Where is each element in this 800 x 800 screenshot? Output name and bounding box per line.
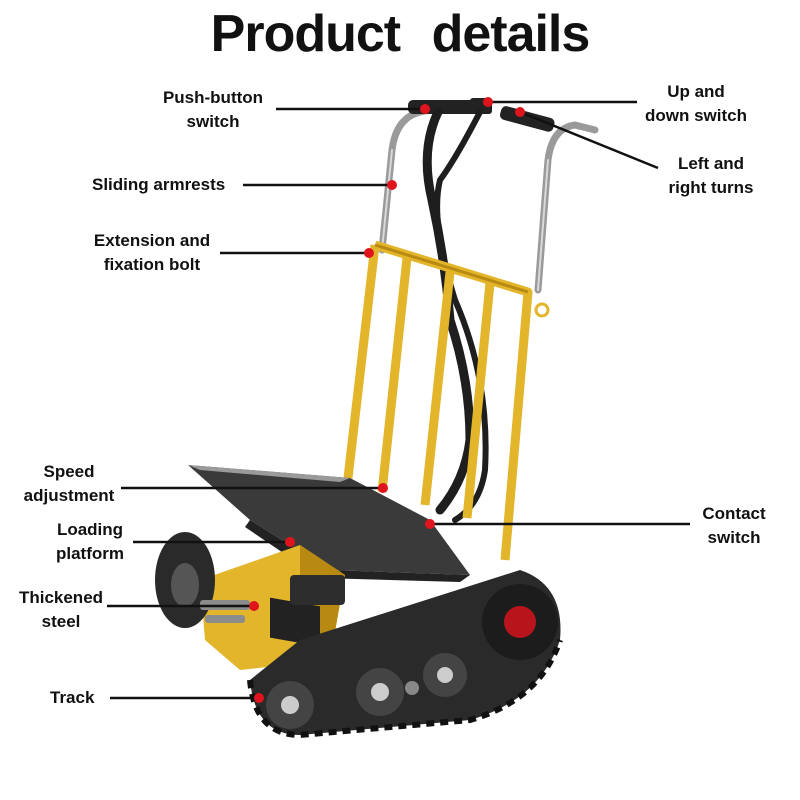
- label-up-down-line1: Up and: [667, 82, 725, 101]
- label-up-down-line2: down switch: [645, 106, 747, 125]
- handle-bars: [378, 104, 599, 294]
- label-extension-bolt: Extension and fixation bolt: [84, 229, 220, 277]
- main-track: [247, 570, 563, 739]
- label-loading-line2: platform: [56, 544, 124, 563]
- label-loading-line1: Loading: [56, 520, 124, 539]
- label-contact-line1: Contact: [702, 504, 766, 523]
- label-extension-line1: Extension and: [93, 231, 211, 250]
- label-contact-line2: switch: [707, 528, 761, 547]
- label-sliding-line1: Sliding armrests: [92, 175, 226, 194]
- label-track-line1: Track: [50, 688, 95, 707]
- label-extension-line2: fixation bolt: [103, 255, 201, 274]
- label-push-button-line1: Push-button: [162, 88, 264, 107]
- rear-track: [155, 532, 215, 628]
- label-push-button: Push-button switch: [150, 86, 276, 134]
- label-thickened-line1: Thickened: [18, 588, 104, 607]
- label-speed-line2: adjustment: [23, 486, 115, 505]
- label-thickened-line2: steel: [41, 612, 81, 631]
- label-left-right-line1: Left and: [677, 154, 745, 173]
- page-title: Product details: [210, 5, 591, 63]
- label-up-down-switch: Up and down switch: [636, 80, 756, 128]
- label-track: Track: [50, 686, 110, 710]
- label-push-button-line2: switch: [186, 112, 240, 131]
- label-thickened-steel: Thickened steel: [6, 586, 116, 634]
- cables: [422, 107, 489, 523]
- label-speed-line1: Speed: [43, 462, 95, 481]
- label-left-right-line2: right turns: [668, 178, 754, 197]
- label-contact-switch: Contact switch: [688, 502, 780, 550]
- label-speed-adjustment: Speed adjustment: [14, 460, 124, 508]
- label-sliding-armrests: Sliding armrests: [92, 173, 242, 197]
- label-left-right-turns: Left and right turns: [656, 152, 766, 200]
- label-loading-platform: Loading platform: [40, 518, 140, 566]
- back-frame: [343, 240, 533, 561]
